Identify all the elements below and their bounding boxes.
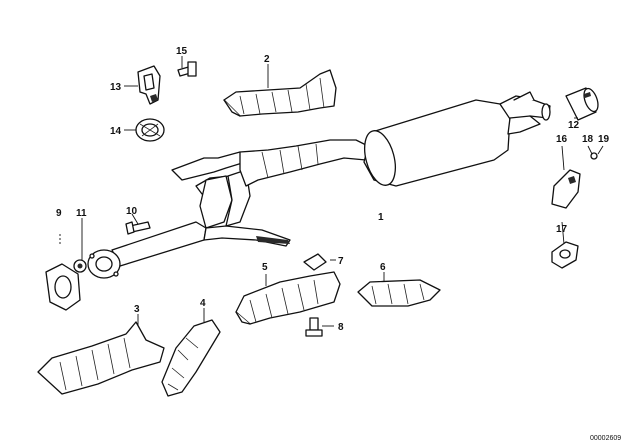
callout-labels: 1 2 3 4 5 6 7 8 9 10 11 12 13 14 15 16 1… [56, 46, 610, 333]
part-8-bolt [305, 317, 323, 337]
part-10-bolt [125, 221, 151, 235]
part-9-gasket [45, 263, 81, 311]
callout-5: 5 [262, 262, 268, 273]
part-1-exhaust-pipe [87, 139, 373, 279]
callout-11: 11 [76, 208, 87, 219]
callout-16: 16 [556, 134, 568, 145]
callout-19: 19 [598, 134, 610, 145]
callout-10: 10 [126, 206, 138, 217]
part-15-bolt [177, 61, 197, 77]
part-7-clip [303, 253, 327, 271]
part-11-nut [73, 259, 87, 273]
part-16-hanger [551, 169, 581, 209]
part-14-rubber-mount [135, 118, 165, 142]
callout-17: 17 [556, 224, 568, 235]
leader-lines [59, 56, 604, 327]
part-17-hanger-rubber [551, 241, 579, 269]
callout-12: 12 [568, 120, 580, 131]
callout-14: 14 [110, 126, 122, 137]
callout-2: 2 [264, 54, 270, 65]
callout-6: 6 [380, 262, 386, 273]
part-3-heat-shield [37, 321, 165, 395]
part-4-heat-shield [161, 319, 221, 397]
callout-7: 7 [338, 256, 344, 267]
callout-3: 3 [134, 304, 140, 315]
part-12-tailpipe-tip [565, 87, 599, 121]
part-1-muffler [363, 91, 551, 187]
reference-number: 00002609 [590, 435, 621, 442]
callout-8: 8 [338, 322, 344, 333]
callout-18: 18 [582, 134, 594, 145]
part-2-heat-shield [223, 69, 337, 117]
part-18-bolt [590, 152, 598, 160]
part-13-bracket [137, 65, 161, 105]
callout-13: 13 [110, 82, 122, 93]
part-5-heat-shield [235, 271, 341, 325]
callout-4: 4 [200, 298, 206, 309]
callout-9: 9 [56, 208, 62, 219]
part-6-heat-shield [357, 279, 441, 307]
callout-15: 15 [176, 46, 188, 57]
callout-1: 1 [378, 212, 384, 223]
